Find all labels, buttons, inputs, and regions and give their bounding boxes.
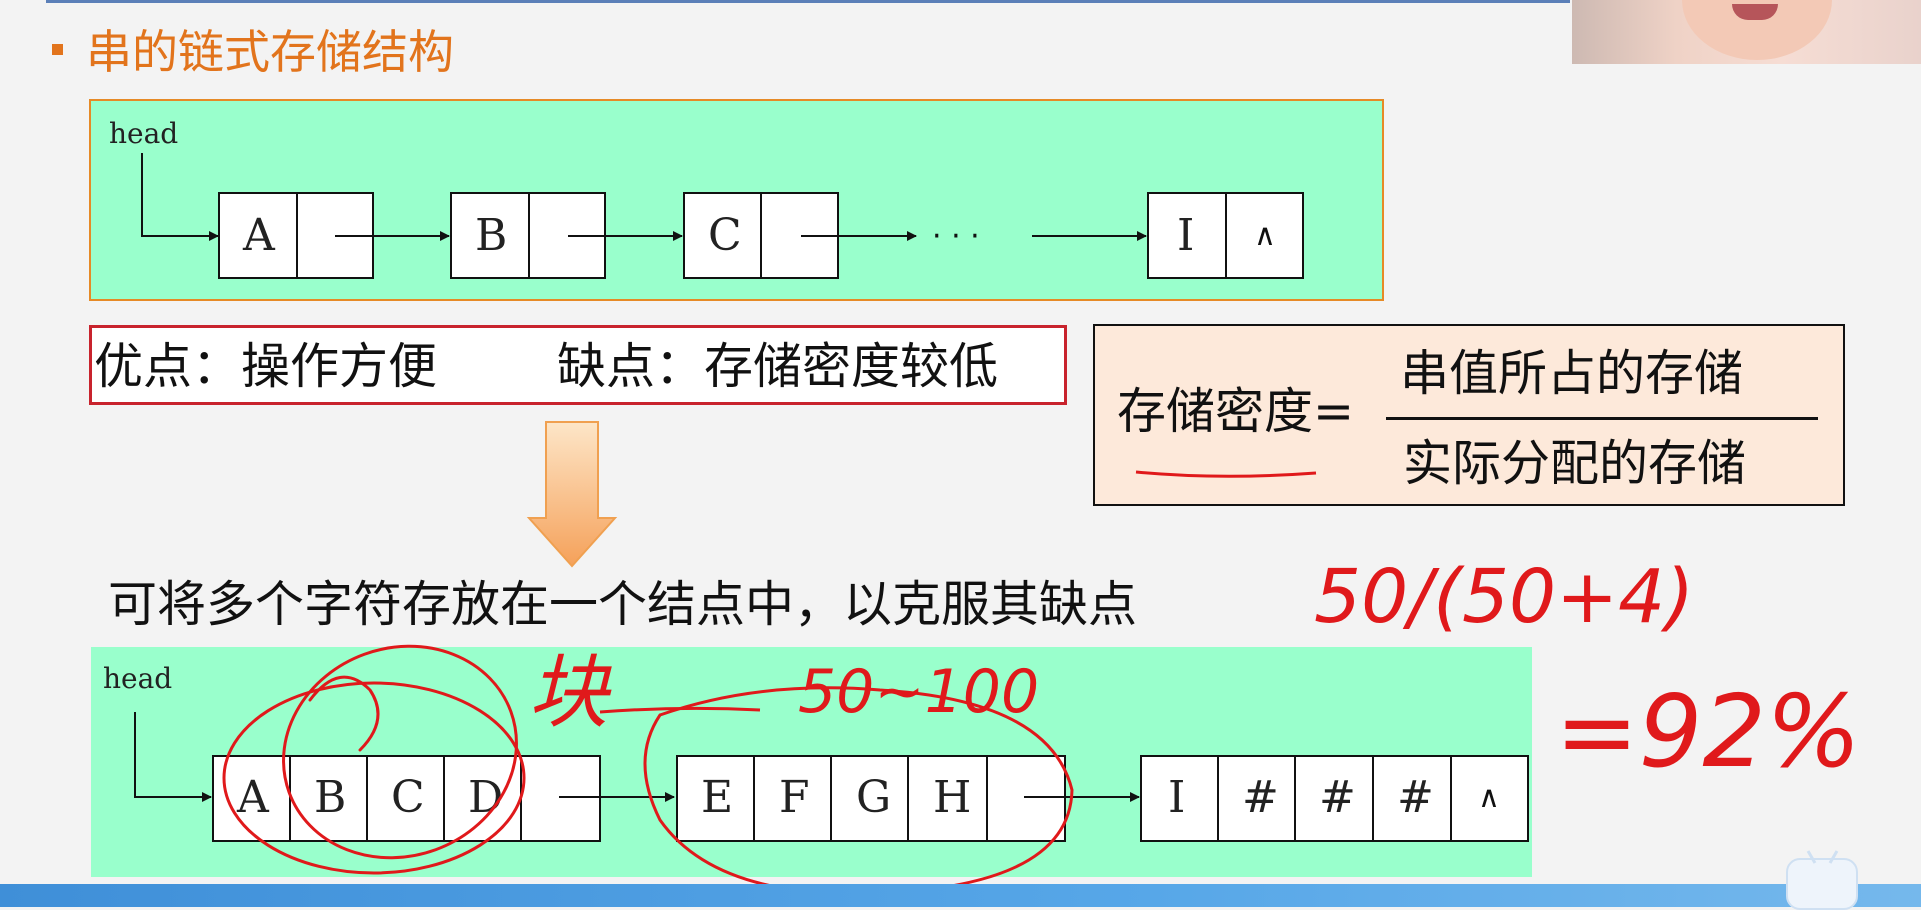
ink-circle-block1: [222, 644, 526, 875]
webcam-overlay: [1572, 0, 1921, 64]
bottom-block-3-char: #: [1397, 772, 1434, 823]
top-ellipsis: · · ·: [932, 219, 980, 254]
slide-title: 串的链式存储结构: [86, 25, 454, 79]
bottom-head-label: head: [103, 662, 172, 695]
bottom-block-2: E F G H: [676, 755, 1066, 842]
tv-icon[interactable]: [1786, 858, 1858, 910]
bottom-taskbar: [0, 884, 1921, 907]
cons-text: 缺点：存储密度较低: [557, 338, 999, 395]
bullet-icon: [52, 44, 63, 55]
top-divider: [46, 0, 1570, 3]
density-formula-box: 存储密度= 串值所占的存储 实际分配的存储: [1093, 324, 1845, 506]
ink-underline-block: [599, 706, 761, 714]
bottom-block-1-char: C: [391, 772, 425, 823]
bottom-head-arrow: [134, 712, 212, 802]
bottom-block-2-char: H: [933, 772, 971, 823]
bottom-block-1: A B C D: [212, 755, 601, 842]
density-numerator: 串值所占的存储: [1400, 345, 1744, 402]
top-node-i-null: ∧: [1254, 218, 1276, 253]
caption-text: 可将多个字符存放在一个结点中，以克服其缺点: [108, 576, 1138, 633]
pros-text: 优点：操作方便: [94, 338, 438, 395]
ink-result: =92%: [1555, 673, 1861, 790]
top-head-arrow: [141, 153, 219, 241]
down-arrow-icon: [526, 421, 618, 568]
bottom-block-2-char: G: [856, 772, 891, 823]
top-node-a-data: A: [242, 210, 276, 261]
bottom-block-2-char: E: [701, 772, 733, 823]
ink-underline: [1135, 470, 1317, 478]
bottom-block-3: I # # # ∧: [1140, 755, 1529, 842]
top-node-i: I ∧: [1147, 192, 1304, 279]
pros-cons-box: 优点：操作方便 缺点：存储密度较低: [89, 325, 1067, 405]
bottom-block-3-null: ∧: [1478, 780, 1500, 815]
bottom-block-3-char: #: [1319, 772, 1356, 823]
bottom-block-1-char: A: [236, 772, 270, 823]
bottom-block-1-char: B: [314, 772, 346, 823]
ink-text-layer: 块 50~100 50/(50+4) =92%: [528, 554, 1861, 790]
top-head-label: head: [109, 117, 178, 150]
bottom-block-3-char: #: [1242, 772, 1279, 823]
top-node-c-data: C: [708, 210, 742, 261]
presenter-mouth: [1732, 4, 1778, 20]
ink-circle-block2: [643, 686, 1074, 896]
top-node-b-data: B: [475, 210, 507, 261]
density-label: 存储密度=: [1117, 383, 1355, 440]
bottom-block-2-char: F: [779, 772, 810, 823]
bottom-block-3-char: I: [1168, 772, 1185, 823]
bottom-block-1-char: D: [468, 772, 503, 823]
ink-range: 50~100: [798, 657, 1039, 727]
top-node-i-data: I: [1177, 210, 1194, 261]
ink-word-block: 块: [528, 646, 612, 739]
fraction-bar: [1386, 417, 1818, 420]
ink-calc: 50/(50+4): [1314, 554, 1694, 640]
density-denominator: 实际分配的存储: [1403, 435, 1747, 492]
